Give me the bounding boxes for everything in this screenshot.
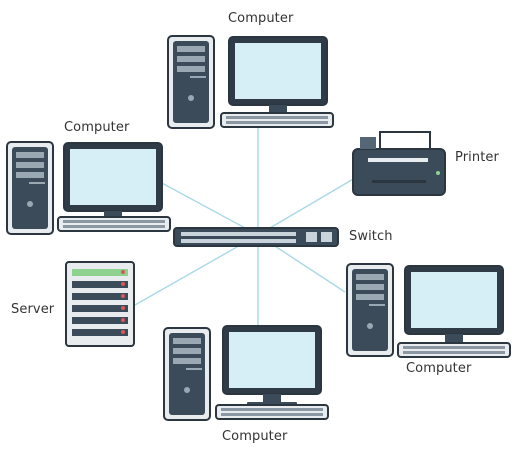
computer-bottom-icon [163, 325, 329, 421]
label-switch: Switch [349, 229, 393, 244]
label-server: Server [11, 302, 55, 317]
switch-icon [173, 227, 339, 247]
link-switch-printer [257, 177, 356, 236]
server-icon [65, 261, 135, 347]
label-computer-right: Computer [406, 361, 472, 376]
computer-top-icon [167, 35, 334, 129]
label-printer: Printer [455, 150, 499, 165]
label-computer-bottom: Computer [222, 429, 288, 444]
printer-icon [352, 131, 446, 196]
link-switch-computer-left [159, 181, 259, 236]
label-computer-top: Computer [228, 11, 294, 26]
computer-left-icon [6, 141, 171, 235]
label-computer-left: Computer [64, 120, 130, 135]
computer-right-icon [346, 263, 511, 358]
